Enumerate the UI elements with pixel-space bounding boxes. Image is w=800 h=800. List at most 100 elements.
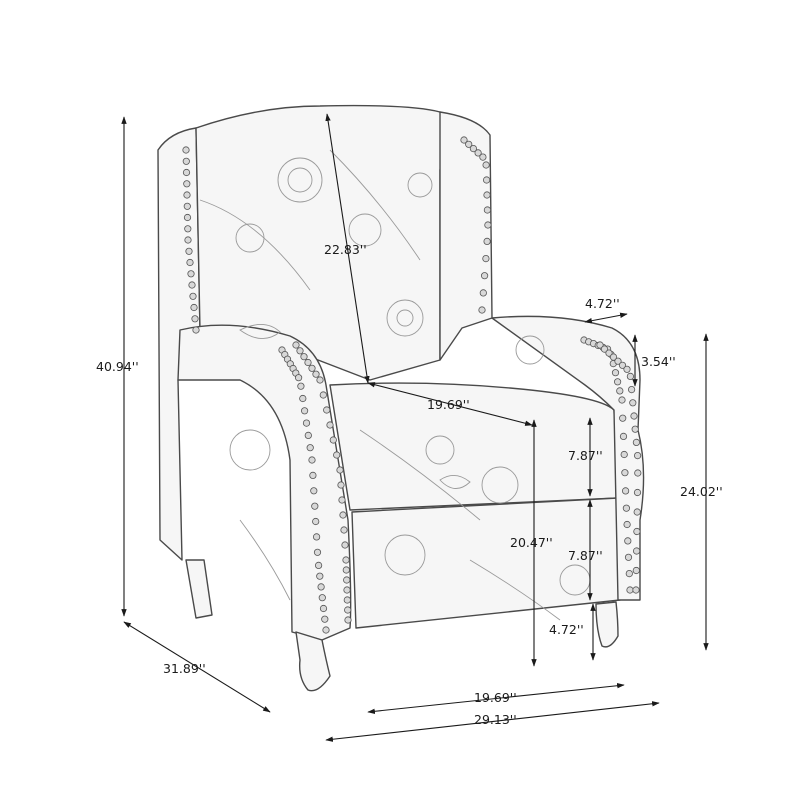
nailhead-stud (611, 369, 620, 377)
nailhead-stud (317, 583, 325, 591)
right-wing (439, 111, 493, 361)
nailhead-stud (633, 527, 641, 536)
nailhead-stud (304, 431, 312, 439)
nailhead-stud (627, 385, 636, 394)
nailhead-stud (308, 456, 316, 464)
nailhead-stud (616, 387, 624, 395)
nailhead-stud (624, 537, 632, 545)
nailhead-stud (633, 488, 642, 497)
nailhead-stud (182, 168, 191, 177)
nailhead-stud (296, 347, 304, 355)
nailhead-stud (323, 406, 331, 414)
dimension-labels: 40.94'' 31.89'' 22.83'' 19.69'' 4.72'' 3… (96, 242, 723, 727)
nailhead-stud (631, 425, 639, 433)
nailhead-stud (319, 391, 327, 399)
cushion-thickness-label: 7.87'' (568, 448, 603, 463)
nailhead-stud (634, 469, 642, 477)
nailhead-stud (622, 504, 631, 512)
nailhead-stud (294, 374, 303, 382)
nailhead-stud (299, 394, 307, 403)
nailhead-stud (183, 180, 191, 188)
nailhead-stud (618, 396, 626, 404)
overall-depth-line (123, 621, 271, 713)
nailhead-stud (480, 272, 489, 280)
nailhead-stud (626, 372, 635, 380)
nailhead-stud (478, 306, 486, 314)
left-arm (177, 324, 352, 641)
nailhead-stud (308, 364, 316, 372)
nailhead-stud (482, 255, 490, 263)
seat-floor-height-label: 20.47'' (510, 535, 553, 550)
arm-width-label: 4.72'' (585, 296, 620, 311)
seat-width-label: 19.69'' (474, 690, 517, 705)
nailhead-stud (183, 191, 191, 199)
nailhead-stud (341, 541, 349, 549)
nailhead-stud (618, 361, 627, 369)
nailhead-stud (633, 508, 641, 516)
nailhead-stud (633, 451, 642, 460)
nailhead-stud (483, 191, 491, 199)
nailhead-stud (297, 382, 305, 390)
backrest-height-label: 22.83'' (324, 242, 367, 257)
nailhead-stud (339, 511, 347, 519)
nailhead-stud (182, 157, 190, 165)
dimension-lines (121, 113, 709, 742)
nailhead-stud (342, 566, 350, 574)
nailhead-stud (183, 202, 191, 210)
nailhead-stud (605, 349, 613, 357)
nailhead-stud (623, 365, 631, 373)
nailhead-stud (600, 345, 609, 353)
recliner-chair-drawing (157, 104, 645, 692)
nailhead-stud (465, 140, 473, 148)
nailhead-stud (312, 533, 321, 541)
nailhead-stud (316, 572, 324, 580)
nailhead-stud (474, 149, 482, 157)
nailhead-stud (623, 520, 631, 529)
nailhead-stud (300, 353, 308, 361)
nailhead-stud (333, 451, 341, 459)
nailhead-stud (304, 358, 312, 367)
nailhead-stud (186, 258, 194, 267)
nailhead-stud (619, 414, 627, 422)
nailhead-trim (182, 136, 642, 634)
arm-width-line (584, 312, 628, 324)
nailhead-stud (306, 444, 314, 452)
nailhead-stud (326, 421, 334, 429)
nailhead-stud (188, 281, 196, 289)
nailhead-stud (329, 436, 337, 444)
nailhead-stud (632, 586, 640, 594)
arm-floor-height-label: 24.02'' (680, 484, 723, 499)
front-panel (351, 497, 623, 629)
nailhead-stud (337, 481, 345, 489)
overall-width-line (325, 701, 660, 742)
seat-depth-line (367, 382, 533, 426)
nailhead-stud (621, 469, 629, 477)
nailhead-stud (614, 357, 622, 365)
nailhead-stud (609, 353, 618, 361)
seat-cushion (329, 382, 619, 511)
nailhead-stud (482, 161, 490, 169)
nailhead-stud (322, 626, 330, 634)
nailhead-stud (479, 289, 487, 297)
nailhead-stud (484, 221, 492, 229)
seat-depth-label: 19.69'' (427, 397, 470, 412)
nailhead-stud (184, 236, 192, 244)
nailhead-stud (312, 517, 320, 526)
nailhead-stud (316, 376, 324, 384)
back-left-leg (185, 559, 213, 619)
nailhead-stud (312, 370, 320, 378)
nailhead-stud (630, 412, 638, 420)
nailhead-stud (483, 206, 491, 214)
nailhead-stud (482, 176, 491, 184)
nailhead-stud (619, 432, 628, 440)
nailhead-stud (632, 566, 640, 575)
nailhead-stud (629, 399, 637, 407)
nailhead-stud (311, 502, 319, 510)
nailhead-stud (632, 547, 641, 555)
nailhead-stud (338, 496, 346, 504)
nailhead-stud (343, 596, 351, 604)
nailhead-stud (344, 606, 352, 614)
nailhead-stud (292, 341, 300, 349)
nailhead-stud (300, 407, 309, 415)
nailhead-stud (318, 594, 326, 602)
